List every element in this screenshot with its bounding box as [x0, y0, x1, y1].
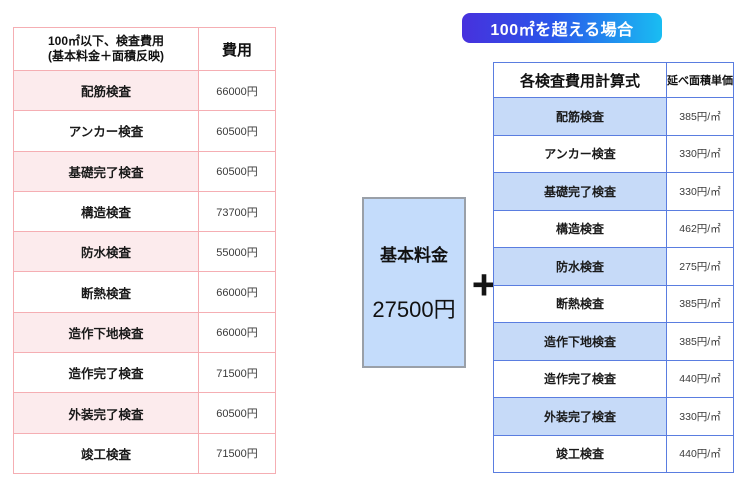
left-table-title-line2: (基本料金＋面積反映): [48, 49, 164, 63]
inspection-name-cell: 構造検査: [13, 190, 199, 233]
table-header-row: 100㎡以下、検査費用 (基本料金＋面積反映) 費用: [13, 27, 276, 71]
fee-cell: 55000円: [198, 231, 276, 273]
formula-column-header: 各検査費用計算式: [493, 62, 667, 98]
unit-rate-cell: 330円/㎡: [666, 397, 734, 436]
table-row: 断熱検査 385円/㎡: [493, 284, 734, 323]
unit-rate-cell: 330円/㎡: [666, 134, 734, 173]
inspection-name-cell: 竣工検査: [13, 432, 199, 475]
fee-cell: 60500円: [198, 392, 276, 434]
table-row: アンカー検査 60500円: [13, 110, 276, 152]
table-row: 配筋検査 66000円: [13, 69, 276, 112]
unit-rate-cell: 330円/㎡: [666, 172, 734, 211]
base-fee-label: 基本料金: [380, 246, 448, 265]
inspection-name-cell: アンカー検査: [13, 110, 199, 152]
over-100sqm-rate-table: 各検査費用計算式 延べ面積単価 配筋検査 385円/㎡ アンカー検査 330円/…: [493, 62, 734, 473]
left-table-title-cell: 100㎡以下、検査費用 (基本料金＋面積反映): [13, 27, 199, 71]
table-row: 基礎完了検査 330円/㎡: [493, 172, 734, 211]
table-row: 竣工検査 71500円: [13, 432, 276, 475]
unit-rate-cell: 385円/㎡: [666, 322, 734, 361]
table-row: 防水検査 275円/㎡: [493, 247, 734, 286]
table-row: 造作下地検査 66000円: [13, 311, 276, 354]
inspection-name-cell: 造作下地検査: [13, 311, 199, 354]
table-row: 外装完了検査 60500円: [13, 392, 276, 434]
table-row: 断熱検査 66000円: [13, 271, 276, 313]
fee-cell: 66000円: [198, 271, 276, 313]
fee-cell: 60500円: [198, 110, 276, 152]
inspection-name-cell: 基礎完了検査: [493, 172, 667, 211]
unit-rate-cell: 275円/㎡: [666, 247, 734, 286]
inspection-name-cell: 基礎完了検査: [13, 150, 199, 192]
inspection-name-cell: 防水検査: [493, 247, 667, 286]
fee-cell: 71500円: [198, 432, 276, 475]
fee-cell: 66000円: [198, 311, 276, 354]
table-row: 防水検査 55000円: [13, 231, 276, 273]
unit-rate-cell: 440円/㎡: [666, 359, 734, 398]
table-row: 配筋検査 385円/㎡: [493, 97, 734, 136]
inspection-name-cell: アンカー検査: [493, 134, 667, 173]
table-row: 造作完了検査 440円/㎡: [493, 359, 734, 398]
under-100sqm-fee-table: 100㎡以下、検査費用 (基本料金＋面積反映) 費用 配筋検査 66000円 ア…: [13, 27, 276, 475]
unit-rate-cell: 462円/㎡: [666, 209, 734, 248]
fee-cell: 73700円: [198, 190, 276, 233]
unit-rate-cell: 440円/㎡: [666, 434, 734, 473]
table-row: アンカー検査 330円/㎡: [493, 134, 734, 173]
table-row: 構造検査 73700円: [13, 190, 276, 233]
table-row: 構造検査 462円/㎡: [493, 209, 734, 248]
inspection-name-cell: 造作完了検査: [493, 359, 667, 398]
inspection-name-cell: 構造検査: [493, 209, 667, 248]
inspection-name-cell: 断熱検査: [13, 271, 199, 313]
left-table-title-line1: 100㎡以下、検査費用: [47, 34, 165, 48]
base-fee-box: 基本料金 27500円: [362, 197, 466, 368]
inspection-name-cell: 配筋検査: [13, 69, 199, 112]
inspection-name-cell: 造作下地検査: [493, 322, 667, 361]
table-row: 基礎完了検査 60500円: [13, 150, 276, 192]
inspection-name-cell: 外装完了検査: [13, 392, 199, 434]
base-fee-amount: 27500円: [372, 297, 456, 322]
table-row: 外装完了検査 330円/㎡: [493, 397, 734, 436]
fee-cell: 66000円: [198, 69, 276, 112]
unit-price-column-header: 延べ面積単価: [666, 62, 734, 98]
table-row: 竣工検査 440円/㎡: [493, 434, 734, 473]
inspection-name-cell: 配筋検査: [493, 97, 667, 136]
inspection-name-cell: 断熱検査: [493, 284, 667, 323]
inspection-name-cell: 防水検査: [13, 231, 199, 273]
over-100sqm-badge: 100㎡を超える場合: [462, 13, 662, 43]
unit-rate-cell: 385円/㎡: [666, 284, 734, 323]
fee-cell: 60500円: [198, 150, 276, 192]
fee-cell: 71500円: [198, 352, 276, 394]
fee-column-header: 費用: [198, 27, 276, 71]
unit-rate-cell: 385円/㎡: [666, 97, 734, 136]
inspection-name-cell: 外装完了検査: [493, 397, 667, 436]
plus-sign: +: [471, 261, 497, 308]
inspection-name-cell: 竣工検査: [493, 434, 667, 473]
table-row: 造作完了検査 71500円: [13, 352, 276, 394]
table-row: 造作下地検査 385円/㎡: [493, 322, 734, 361]
table-header-row: 各検査費用計算式 延べ面積単価: [493, 62, 734, 98]
inspection-name-cell: 造作完了検査: [13, 352, 199, 394]
